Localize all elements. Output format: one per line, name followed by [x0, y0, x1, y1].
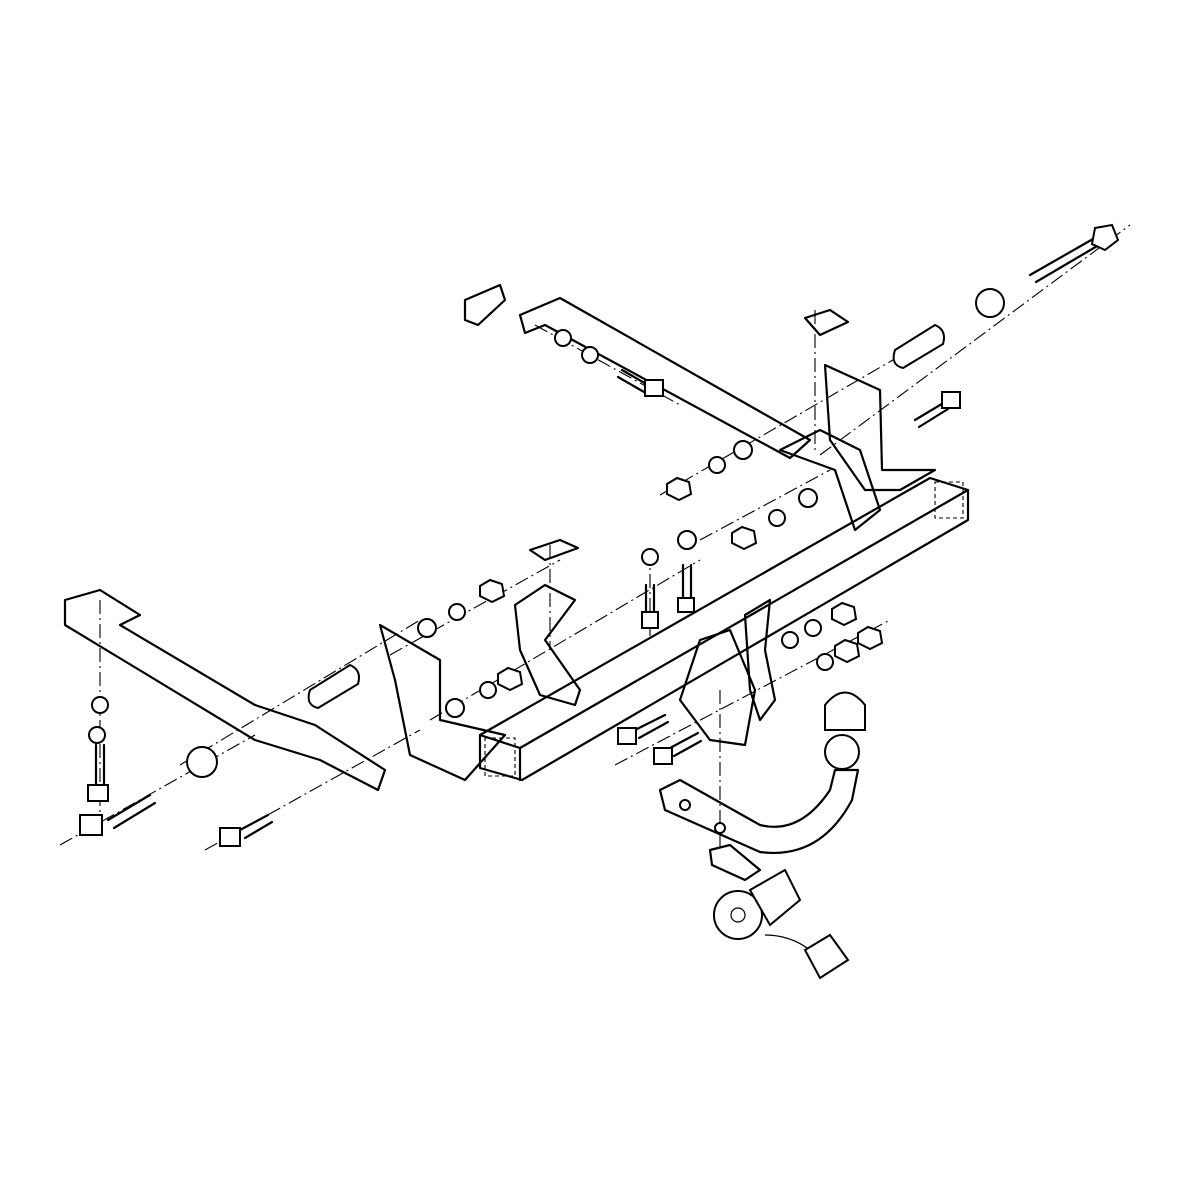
bolt-head [87, 784, 109, 802]
socket-body [713, 890, 763, 940]
long-bolt [1028, 233, 1106, 284]
bolt-head [644, 379, 664, 397]
bolt [668, 731, 703, 758]
left-mount-plate [378, 623, 507, 782]
tow-ball [824, 734, 860, 770]
right-mount-plate [823, 363, 937, 492]
axis-line [429, 559, 701, 721]
bolt-head [617, 727, 637, 745]
clip-nut [803, 308, 850, 337]
bolt-head [941, 391, 961, 409]
left-side-arm [63, 588, 387, 792]
washer [641, 548, 659, 566]
axis-line [819, 224, 1131, 456]
bolt [238, 813, 274, 840]
spacer-sleeve [892, 323, 945, 370]
washer [798, 488, 818, 508]
washer [975, 288, 1005, 318]
spacer-sleeve [307, 663, 360, 710]
washer [768, 509, 786, 527]
bolt-head [79, 814, 103, 836]
washer [804, 619, 822, 637]
washer [448, 603, 466, 621]
bolt [106, 793, 157, 830]
socket-wire [764, 934, 811, 951]
center-bracket [513, 583, 582, 707]
bolt [94, 743, 106, 787]
socket-center [730, 907, 746, 923]
bolt-head [641, 611, 659, 629]
washer [417, 618, 437, 638]
washer [781, 631, 799, 649]
washer [581, 346, 599, 364]
washer [554, 329, 572, 347]
hitch-bracket-right [743, 598, 777, 722]
bolt-head [677, 597, 695, 613]
bolt [644, 583, 656, 617]
hex-nut [497, 666, 524, 692]
electrical-socket-assembly [708, 843, 850, 980]
hex-nut [857, 625, 884, 651]
right-bracket [778, 428, 882, 532]
bolt-head [653, 747, 673, 765]
axis-line [389, 559, 561, 656]
bolts [79, 223, 1120, 847]
bolt [616, 368, 650, 394]
bolt-hole [714, 822, 726, 834]
washer [816, 653, 834, 671]
nuts [479, 476, 884, 692]
washer [186, 746, 218, 778]
socket-cover [748, 868, 802, 927]
hex-nut [731, 525, 758, 551]
bolt [633, 713, 670, 740]
axis-line [659, 349, 911, 496]
hitch-bracket-left [678, 628, 757, 747]
bolt-hole [679, 799, 691, 811]
bolt [681, 563, 693, 602]
washer [708, 456, 726, 474]
tow-ball-cover [824, 691, 866, 731]
hex-nut [479, 578, 506, 604]
right-side-arm [518, 296, 812, 460]
washer [733, 440, 753, 460]
bolt-head [219, 827, 241, 847]
crossbar-end-hidden [934, 481, 964, 519]
wire-connector [803, 933, 850, 980]
socket-bracket [708, 843, 762, 882]
hex-nut [831, 601, 858, 627]
crossbar-edges [478, 488, 970, 782]
washer [91, 696, 109, 714]
axis-line [204, 729, 421, 851]
washer [677, 530, 697, 550]
tow-ball-assembly [658, 691, 866, 854]
crossbar-body [478, 476, 970, 782]
washer [479, 681, 497, 699]
crossbar-end-hidden [484, 737, 516, 777]
ball-neck [658, 768, 860, 854]
washer [445, 698, 465, 718]
hex-nut [666, 476, 693, 502]
assembly-axis-lines [59, 224, 1131, 851]
washer [88, 726, 106, 744]
bolt-head [1090, 223, 1120, 252]
bolt [913, 400, 950, 429]
axis-line [699, 469, 831, 541]
washers [88, 288, 1005, 778]
clip-nut [528, 538, 580, 562]
hex-nut [834, 638, 861, 664]
clip-nut [463, 283, 507, 327]
